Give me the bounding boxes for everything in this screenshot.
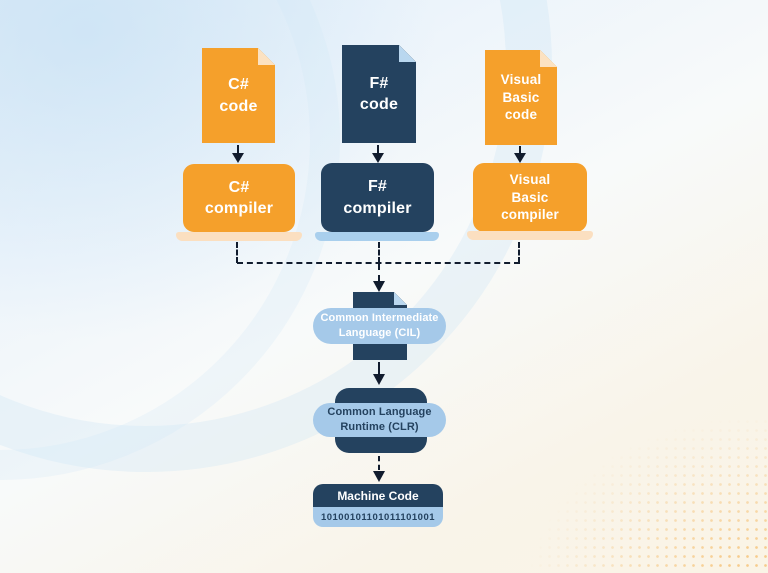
compiler-label: compiler bbox=[501, 207, 559, 223]
arrow-down-icon bbox=[232, 153, 244, 163]
connector-line bbox=[236, 242, 238, 263]
laptop-base bbox=[315, 232, 439, 241]
arrow-stem bbox=[378, 456, 380, 470]
cil-node: Common Intermediate Language (CIL) bbox=[313, 308, 446, 344]
clr-node: Common Language Runtime (CLR) bbox=[313, 403, 446, 437]
doc-label: Basic bbox=[502, 89, 540, 105]
connector-line bbox=[378, 242, 380, 263]
csharp-compiler-node: C# compiler bbox=[183, 164, 295, 232]
arrow-stem bbox=[378, 362, 380, 374]
visual-basic-code-document: Visual Basic code bbox=[485, 50, 557, 145]
folded-corner-icon bbox=[394, 292, 407, 305]
laptop-base bbox=[467, 231, 593, 240]
doc-label: F# bbox=[369, 74, 389, 92]
machine-code-node: Machine Code bbox=[313, 484, 443, 507]
cil-label: Common Intermediate bbox=[320, 311, 439, 324]
arrow-down-icon bbox=[514, 153, 526, 163]
compiler-label: compiler bbox=[343, 199, 412, 217]
doc-label: code bbox=[359, 96, 399, 113]
folded-corner-icon bbox=[258, 48, 275, 65]
cil-label: Language (CIL) bbox=[338, 327, 421, 339]
compiler-label: Visual bbox=[509, 171, 551, 187]
doc-label: C# bbox=[228, 76, 249, 94]
arrow-stem bbox=[519, 146, 521, 153]
arrow-down-icon bbox=[373, 374, 385, 385]
arrow-stem bbox=[377, 145, 379, 153]
compiler-label: compiler bbox=[204, 200, 274, 217]
background-dot-pattern bbox=[518, 408, 768, 573]
clr-label: Runtime (CLR) bbox=[340, 421, 419, 433]
arrow-stem bbox=[237, 145, 239, 153]
csharp-code-document: C# code bbox=[202, 48, 275, 143]
arrow-stem bbox=[378, 264, 380, 281]
doc-label: code bbox=[219, 97, 258, 115]
compiler-label: C# bbox=[228, 178, 250, 196]
connector-line bbox=[237, 262, 520, 264]
doc-label: Visual bbox=[500, 71, 542, 87]
folded-corner-icon bbox=[399, 45, 416, 62]
compiler-label: Basic bbox=[511, 189, 549, 205]
arrow-down-icon bbox=[372, 153, 384, 163]
laptop-base bbox=[176, 232, 302, 241]
fsharp-compiler-node: F# compiler bbox=[321, 163, 434, 232]
doc-label: code bbox=[504, 107, 538, 123]
compiler-label: F# bbox=[367, 178, 388, 196]
machine-code-label: Machine Code bbox=[337, 488, 419, 503]
connector-line bbox=[518, 242, 520, 263]
arrow-down-icon bbox=[373, 471, 385, 482]
binary-string: 10100101101011101001 bbox=[320, 511, 436, 523]
machine-code-binary: 10100101101011101001 bbox=[313, 507, 443, 527]
fsharp-code-document: F# code bbox=[342, 45, 416, 143]
visual-basic-compiler-node: Visual Basic compiler bbox=[473, 163, 587, 232]
clr-label: Common Language bbox=[327, 405, 432, 418]
folded-corner-icon bbox=[540, 50, 557, 67]
arrow-down-icon bbox=[373, 281, 385, 292]
